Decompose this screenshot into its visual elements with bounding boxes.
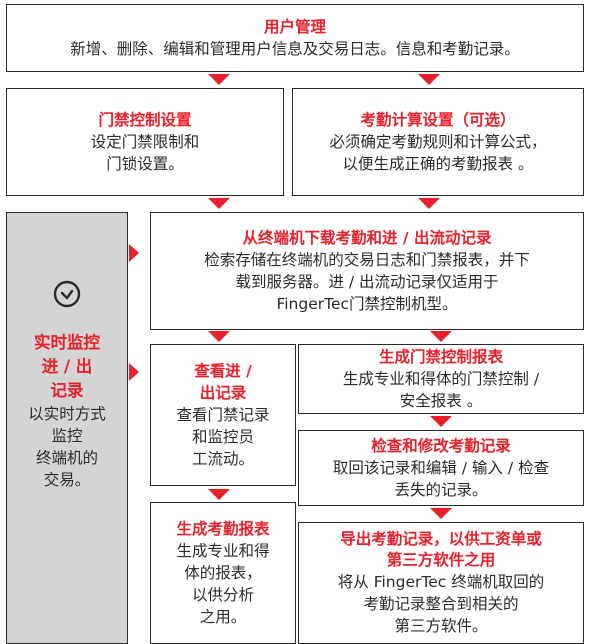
- access-report-box: 生成门禁控制报表 生成专业和得体的门禁控制 / 安全报表 。: [298, 344, 584, 414]
- export-records-text: 将从 FingerTec 终端机取回的 考勤记录整合到相关的 第三方软件。: [337, 572, 545, 635]
- arrow-down-icon: [430, 508, 452, 519]
- export-records-box: 导出考勤记录，以供工资单或 第三方软件之用 将从 FingerTec 终端机取回…: [298, 522, 584, 644]
- user-management-text: 新增、删除、编辑和管理用户信息及交易日志。信息和考勤记录。: [70, 40, 520, 58]
- arrow-down-icon: [208, 331, 230, 342]
- access-report-title: 生成门禁控制报表: [378, 348, 503, 366]
- check-records-box: 检查和修改考勤记录 取回该记录和编辑 / 输入 / 检查 丢失的记录。: [298, 430, 584, 506]
- arrow-down-icon: [208, 74, 230, 85]
- view-records-title: 查看进 / 出记录: [194, 362, 252, 402]
- access-control-setup-text: 设定门禁限制和 门锁设置。: [90, 133, 200, 173]
- arrow-down-icon: [418, 74, 440, 85]
- user-management-title: 用户管理: [263, 18, 326, 36]
- attendance-setup-title: 考勤计算设置（可选）: [360, 111, 516, 129]
- view-records-box: 查看进 / 出记录 查看门禁记录 和监控员 工流动。: [150, 344, 296, 486]
- attendance-setup-text: 必须确定考勤规则和计算公式， 以便生成正确的考勤报表 。: [329, 133, 547, 173]
- view-records-text: 查看门禁记录 和监控员 工流动。: [176, 406, 270, 468]
- arrow-down-icon: [430, 416, 452, 427]
- export-records-title: 导出考勤记录，以供工资单或 第三方软件之用: [340, 530, 542, 569]
- access-control-setup-box: 门禁控制设置 设定门禁限制和 门锁设置。: [6, 88, 284, 196]
- check-records-title: 检查和修改考勤记录: [371, 437, 511, 455]
- download-records-text: 检索存储在终端机的交易日志和门禁报表，并下 载到服务器。进 / 出流动记录仅适用…: [204, 251, 530, 313]
- arrow-down-icon: [418, 198, 440, 209]
- realtime-monitoring-text: 以实时方式 监控 终端机的 交易。: [28, 404, 106, 489]
- arrow-right-icon: [129, 363, 139, 381]
- arrow-right-icon: [129, 244, 139, 262]
- realtime-monitoring-title: 实时监控 进 / 出 记录: [34, 333, 100, 400]
- check-records-text: 取回该记录和编辑 / 输入 / 检查 丢失的记录。: [332, 459, 550, 499]
- user-management-box: 用户管理 新增、删除、编辑和管理用户信息及交易日志。信息和考勤记录。: [6, 4, 584, 72]
- download-records-title: 从终端机下载考勤和进 / 出流动记录: [242, 229, 492, 247]
- access-report-text: 生成专业和得体的门禁控制 / 安全报表 。: [342, 370, 540, 410]
- arrow-down-icon: [208, 489, 230, 500]
- arrow-down-icon: [430, 331, 452, 342]
- attendance-report-title: 生成考勤报表: [176, 520, 270, 538]
- attendance-report-text: 生成专业和得 体的报表， 以供分析 之用。: [176, 542, 270, 626]
- access-control-setup-title: 门禁控制设置: [98, 111, 192, 129]
- download-records-box: 从终端机下载考勤和进 / 出流动记录 检索存储在终端机的交易日志和门禁报表，并下…: [150, 212, 584, 330]
- realtime-monitoring-panel: 实时监控 进 / 出 记录 以实时方式 监控 终端机的 交易。: [6, 212, 128, 644]
- attendance-report-box: 生成考勤报表 生成专业和得 体的报表， 以供分析 之用。: [150, 502, 296, 644]
- attendance-setup-box: 考勤计算设置（可选） 必须确定考勤规则和计算公式， 以便生成正确的考勤报表 。: [292, 88, 584, 196]
- clock-icon: [53, 280, 81, 308]
- arrow-down-icon: [208, 198, 230, 209]
